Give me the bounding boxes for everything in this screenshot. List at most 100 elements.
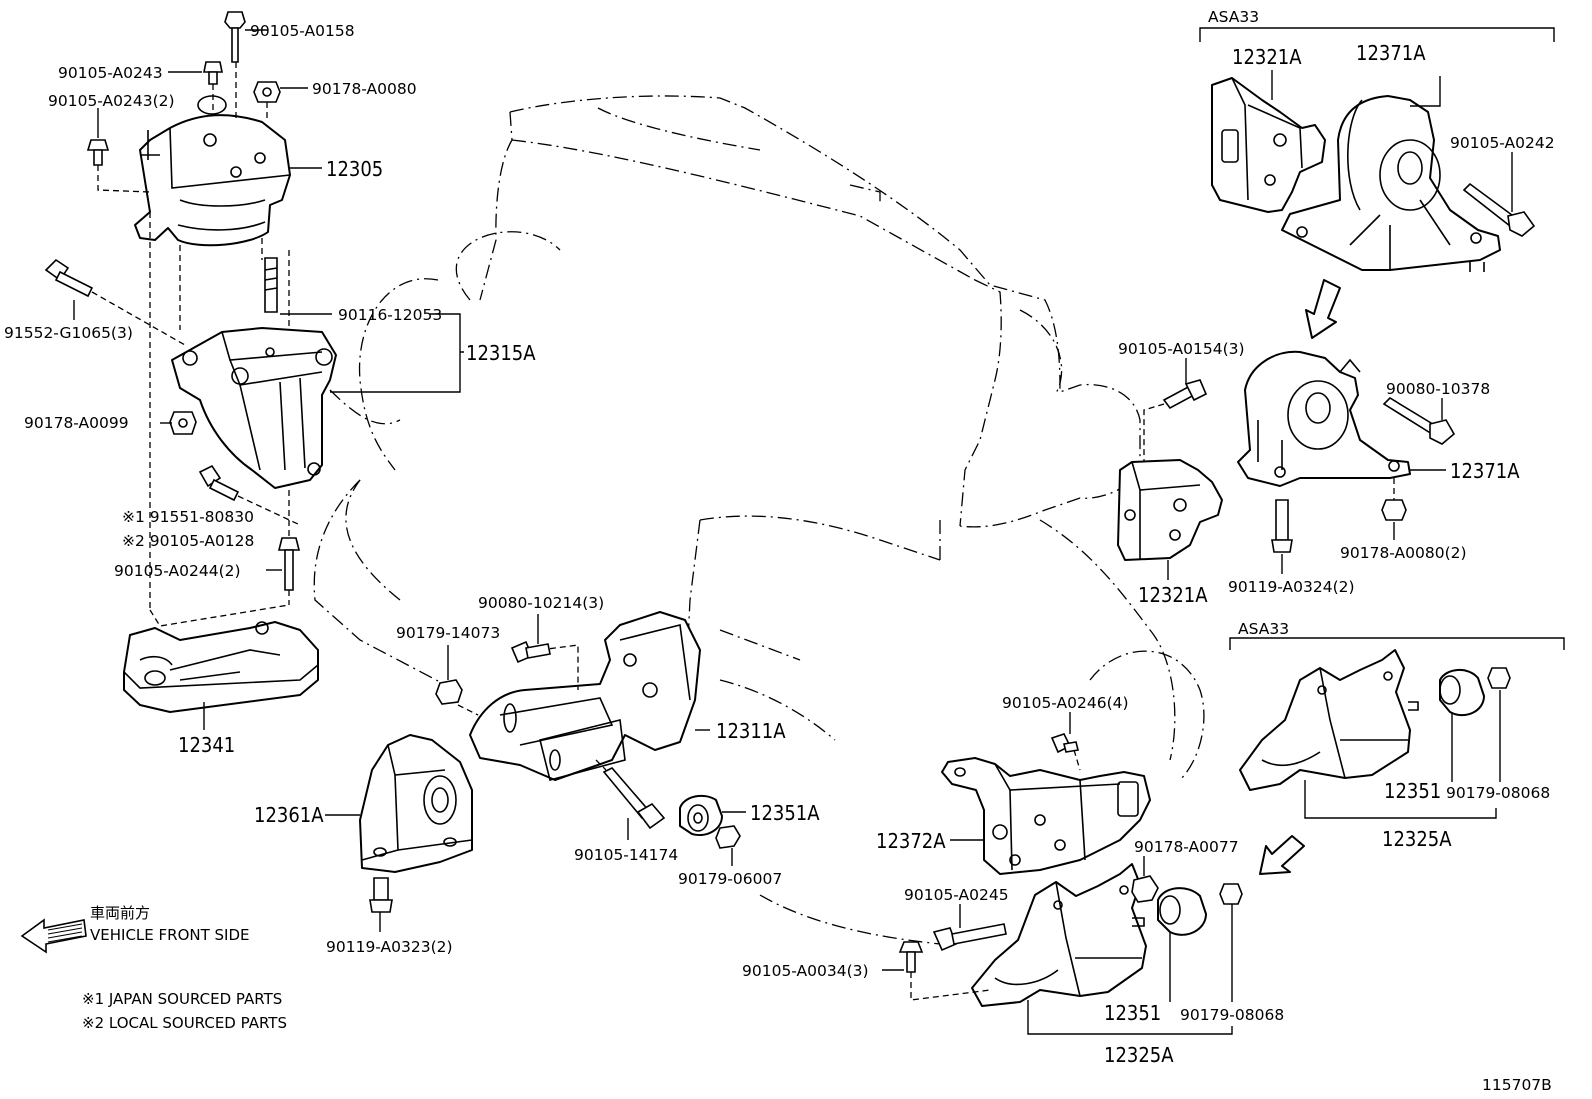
part-12371A-mid-mount <box>1237 350 1411 487</box>
label-91552-G1065-3: 91552-G1065(3) <box>4 324 133 342</box>
label-12371A-mid: 12371A <box>1450 459 1520 483</box>
part-12361A-mount <box>359 734 473 873</box>
asa33-bottom-group <box>1229 637 1565 875</box>
label-12315A: 12315A <box>466 341 536 365</box>
label-12325A-bottom: 12325A <box>1104 1043 1174 1067</box>
label-asa33-bottom: ASA33 <box>1238 620 1289 638</box>
label-90119-A0324-2: 90119-A0324(2) <box>1228 578 1355 596</box>
bolt-90105-A0244 <box>277 537 301 591</box>
part-12351-right-bushing <box>1439 669 1485 717</box>
part-12315A-bracket <box>171 327 337 489</box>
bolt-90105-A0243-2 <box>86 139 110 166</box>
label-90116-12053: 90116-12053 <box>338 306 442 324</box>
vehicle-front-jp: 車両前方 <box>90 904 150 922</box>
arrow-down-left-icon <box>1259 835 1305 875</box>
nut-90178-A0099 <box>169 411 197 435</box>
bolt-90105-A0154 <box>1162 379 1208 410</box>
leader-lines <box>73 29 1513 971</box>
label-12305: 12305 <box>326 157 383 181</box>
label-asa33-top: ASA33 <box>1208 8 1259 26</box>
stud-90116-12053 <box>264 257 278 313</box>
part-12351-bottom-bushing <box>1157 887 1207 936</box>
label-12351-bottom: 12351 <box>1104 1001 1161 1025</box>
label-12372A: 12372A <box>876 829 946 853</box>
label-90105-A0243: 90105-A0243 <box>58 64 163 82</box>
bolt-90105-A0243 <box>203 61 223 85</box>
footnote-japan-sourced: ※1 JAPAN SOURCED PARTS <box>82 990 282 1008</box>
front-mount-group <box>44 11 337 713</box>
bolt-90119-A0324-2 <box>1271 499 1293 553</box>
part-12372A-bracket <box>941 757 1151 875</box>
label-90105-A0154-3: 90105-A0154(3) <box>1118 340 1245 358</box>
part-12351A-bushing <box>679 794 723 836</box>
nut-90179-08068-bottom <box>1219 883 1243 905</box>
label-90080-10378: 90080-10378 <box>1386 380 1490 398</box>
bolt-90080-10378 <box>1382 396 1456 445</box>
label-12321A-top: 12321A <box>1232 45 1302 69</box>
label-90105-A0245: 90105-A0245 <box>904 886 1009 904</box>
arrow-down-icon <box>1305 279 1341 339</box>
bolt-90105-A0245 <box>932 923 1007 952</box>
bolt-90119-A0323 <box>369 877 393 913</box>
label-90178-A0080: 90178-A0080 <box>312 80 417 98</box>
label-90179-06007: 90179-06007 <box>678 870 782 888</box>
label-90105-A0246-4: 90105-A0246(4) <box>1002 694 1129 712</box>
label-90105-A0128: ※2 90105-A0128 <box>122 532 254 550</box>
bolt-91552-G1065 <box>44 258 186 346</box>
vehicle-front-arrow-icon <box>20 918 87 954</box>
label-90105-A0244-2: 90105-A0244(2) <box>114 562 241 580</box>
label-12311A: 12311A <box>716 719 786 743</box>
label-90179-08068-right: 90179-08068 <box>1446 784 1550 802</box>
label-90080-10214-3: 90080-10214(3) <box>478 594 604 612</box>
label-90119-A0323-2: 90119-A0323(2) <box>326 938 453 956</box>
bolt-90105-A0246 <box>1050 733 1079 754</box>
asa33-top-group <box>1199 27 1555 339</box>
part-12371A-top-mount <box>1281 95 1501 272</box>
nut-90178-A0080-2 <box>1381 478 1407 521</box>
bolt-90080-10214 <box>510 640 551 664</box>
part-12311A-bracket <box>469 611 701 781</box>
bolt-90105-A0034 <box>898 941 924 973</box>
nut-90179-08068-right <box>1487 667 1511 689</box>
center-mount-group <box>359 611 741 913</box>
part-labels: 90105-A0158 90105-A0243 90178-A0080 9010… <box>4 8 1555 1067</box>
label-90178-A0077: 90178-A0077 <box>1134 838 1239 856</box>
part-12341-bracket <box>123 621 319 713</box>
label-90105-A0242: 90105-A0242 <box>1450 134 1555 152</box>
label-90105-14174: 90105-14174 <box>574 846 678 864</box>
bolt-90105-A0158 <box>224 11 246 63</box>
nut-90179-14073 <box>435 679 463 705</box>
label-12371A-top: 12371A <box>1356 41 1426 65</box>
vehicle-front-en: VEHICLE FRONT SIDE <box>90 926 250 944</box>
label-12325A-right: 12325A <box>1382 827 1452 851</box>
rear-mount-mid-group <box>1117 350 1456 561</box>
part-12305-mount <box>134 95 291 247</box>
label-90105-A0034-3: 90105-A0034(3) <box>742 962 869 980</box>
footnotes: ※1 JAPAN SOURCED PARTS ※2 LOCAL SOURCED … <box>82 990 287 1032</box>
figure-id: 115707B <box>1482 1076 1552 1094</box>
label-90105-A0158: 90105-A0158 <box>250 22 355 40</box>
bolt-90105-A0242 <box>1462 182 1536 237</box>
bolt-91551-80830 <box>198 464 301 526</box>
label-90179-08068-bottom: 90179-08068 <box>1180 1006 1284 1024</box>
nut-90178-A0077 <box>1131 875 1159 903</box>
label-90105-A0243-2: 90105-A0243(2) <box>48 92 175 110</box>
label-90178-A0099: 90178-A0099 <box>24 414 129 432</box>
part-12325A-right-bracket <box>1239 649 1419 791</box>
nut-90179-06007 <box>715 825 741 849</box>
label-12351A: 12351A <box>750 801 820 825</box>
label-12321A-mid: 12321A <box>1138 583 1208 607</box>
footnote-local-sourced: ※2 LOCAL SOURCED PARTS <box>82 1014 287 1032</box>
part-12321A-top-bracket <box>1211 77 1326 213</box>
label-90178-A0080-2: 90178-A0080(2) <box>1340 544 1467 562</box>
engine-outline <box>313 95 1205 946</box>
part-12321A-mid-bracket <box>1117 459 1223 561</box>
label-12361A: 12361A <box>254 803 324 827</box>
bolt-90105-14174 <box>602 767 666 830</box>
label-91551-80830: ※1 91551-80830 <box>122 508 254 526</box>
label-12351-right: 12351 <box>1384 779 1441 803</box>
label-90179-14073: 90179-14073 <box>396 624 500 642</box>
rear-lower-group <box>898 733 1243 1035</box>
nut-90178-A0080 <box>253 81 281 103</box>
label-12341: 12341 <box>178 733 235 757</box>
